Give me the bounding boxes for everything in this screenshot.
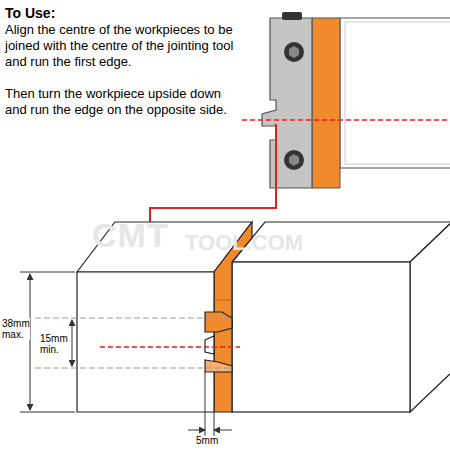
dimension-lines (20, 272, 232, 436)
workpiece-centre-line (100, 346, 240, 347)
dimension-label: 15mm min. (40, 333, 70, 355)
instruction-text: Align the centre of the workpieces to be… (5, 22, 237, 70)
dimension-label: 5mm (196, 435, 218, 446)
jointing-tool (262, 12, 450, 188)
watermark: CMT (92, 215, 169, 256)
instruction-text: Then turn the workpiece upside down and … (5, 86, 233, 118)
dimension-label: 38mm max. (2, 318, 30, 340)
tool-centre-line (242, 119, 450, 120)
watermark: TOOL.COM (185, 230, 303, 256)
heading: To Use: (5, 5, 55, 22)
